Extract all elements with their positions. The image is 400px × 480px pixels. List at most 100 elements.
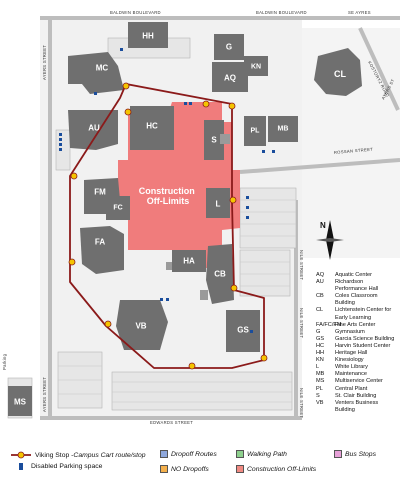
legend-code: KN [316,357,324,364]
legend-row: PL Central Plant [316,386,396,393]
viking-stop-8 [230,284,238,292]
legend-row: VB Venters Business Building [316,400,396,414]
legend-code: HH [316,350,325,357]
street-nile-lower: NILE STREET [299,388,304,418]
key-disabled-label: Disabled Parking space [31,463,103,470]
legend-code: AU [316,279,324,286]
parking-lot-south [111,371,293,411]
construction-swatch [236,465,244,473]
key-viking-route-label: Campus Cart route/stop [73,451,146,459]
label-cl: CL [334,69,346,79]
compass-north-label: N [320,221,326,230]
street-se-ayers: SE AYRES [348,10,371,15]
legend-code: PL [316,385,323,392]
no-dropoff-swatch [160,465,168,473]
legend-code: VB [316,399,324,406]
building-labels: MC HH G AQ KN CL AU HC S PL MB FM FC FA … [14,32,346,407]
label-mb: MB [278,126,289,133]
building-s [204,120,224,160]
legend-row: AQ Aquatic Center [316,272,396,279]
building-pl [244,116,266,146]
label-au: AU [88,124,100,133]
street-baldwin-west: BALDWIN BOULEVARD [110,10,161,15]
legend-name: Lichtenstein Center for Early Learning [335,307,392,321]
legend-code: MB [316,371,325,378]
street-edwards: EDWARDS STREET [150,420,193,425]
viking-stop-2 [124,108,132,116]
label-ha: HA [183,257,195,266]
parking-stripes [58,199,296,403]
viking-stop-9 [104,320,112,328]
building-fc [106,196,130,220]
label-s: S [211,136,217,145]
kostoryz-road [358,27,400,111]
legend-name: Coles Classroom Building [335,293,378,307]
key-viking-stop-label: Viking Stop - [35,451,74,459]
label-cb: CB [214,270,226,279]
street-nile-upper: NILE STREET [299,250,304,280]
parking-lot-east [239,249,291,297]
key-no-dropoff-label: NO Dropoffs [171,465,209,473]
street-baldwin-east: BALDWIN BOULEVARD [256,10,307,15]
legend-name: Venters Business Building [335,399,379,413]
viking-stop-10 [188,362,196,370]
street-rossan: ROSSAN STREET [334,147,374,155]
viking-stop-5 [70,172,78,180]
building-mb [268,116,298,142]
label-fm: FM [94,188,106,197]
building-hc [130,106,174,150]
key-disabled: Disabled Parking space [10,463,102,470]
key-walking: Walking Path [236,450,287,458]
viking-stop-6 [68,258,76,266]
building-kn [244,56,268,76]
viking-stop-3 [202,100,210,108]
building-g [214,34,244,60]
dropoff-swatch [160,450,168,458]
buildings [8,22,362,416]
legend-row: GS Garcia Science Building [316,336,396,343]
legend-code: L [316,364,320,371]
label-fc: FC [113,205,122,212]
legend-code: CL [316,307,324,314]
building-ms [8,386,32,416]
key-bus: Bus Stops [334,450,376,458]
legend-name: Kinesiology [335,357,364,364]
building-vb [116,300,168,350]
legend-code: MS [316,378,325,385]
legend-code: S [316,392,320,399]
building-aq [212,62,248,92]
building-gs [226,310,260,352]
legend-code: GS [316,335,325,342]
viking-stop-11 [260,354,268,362]
legend-code: AQ [316,272,325,278]
rossan-street-road [239,158,400,174]
legend-name: Multiservice Center [335,378,383,385]
key-no-dropoff: NO Dropoffs [160,465,209,473]
compass-rose: N [316,220,344,260]
building-hh [128,22,168,48]
label-pl: PL [251,128,261,135]
legend-row: KN Kinesiology [316,357,396,364]
label-mc: MC [96,64,109,73]
legend-row: CL Lichtenstein Center for Early Learning [316,307,396,321]
viking-stop-1 [122,82,130,90]
parking-lot-west [55,129,71,171]
legend-name: Central Plant [335,385,368,392]
key-walking-label: Walking Path [247,450,287,458]
legend-name: Aquatic Center [335,272,373,278]
legend-name: Fine Arts Center [335,321,376,328]
street-ayers-bottom: AYERS STREET [42,377,47,412]
key-construction-label: Construction Off-Limits [247,465,317,473]
legend-code: HC [316,342,325,349]
label-vb: VB [135,322,146,331]
key-dropoff-label: Dropoff Routes [171,450,217,458]
legend-name: Garcia Science Building [335,335,395,342]
label-gs: GS [237,326,249,335]
